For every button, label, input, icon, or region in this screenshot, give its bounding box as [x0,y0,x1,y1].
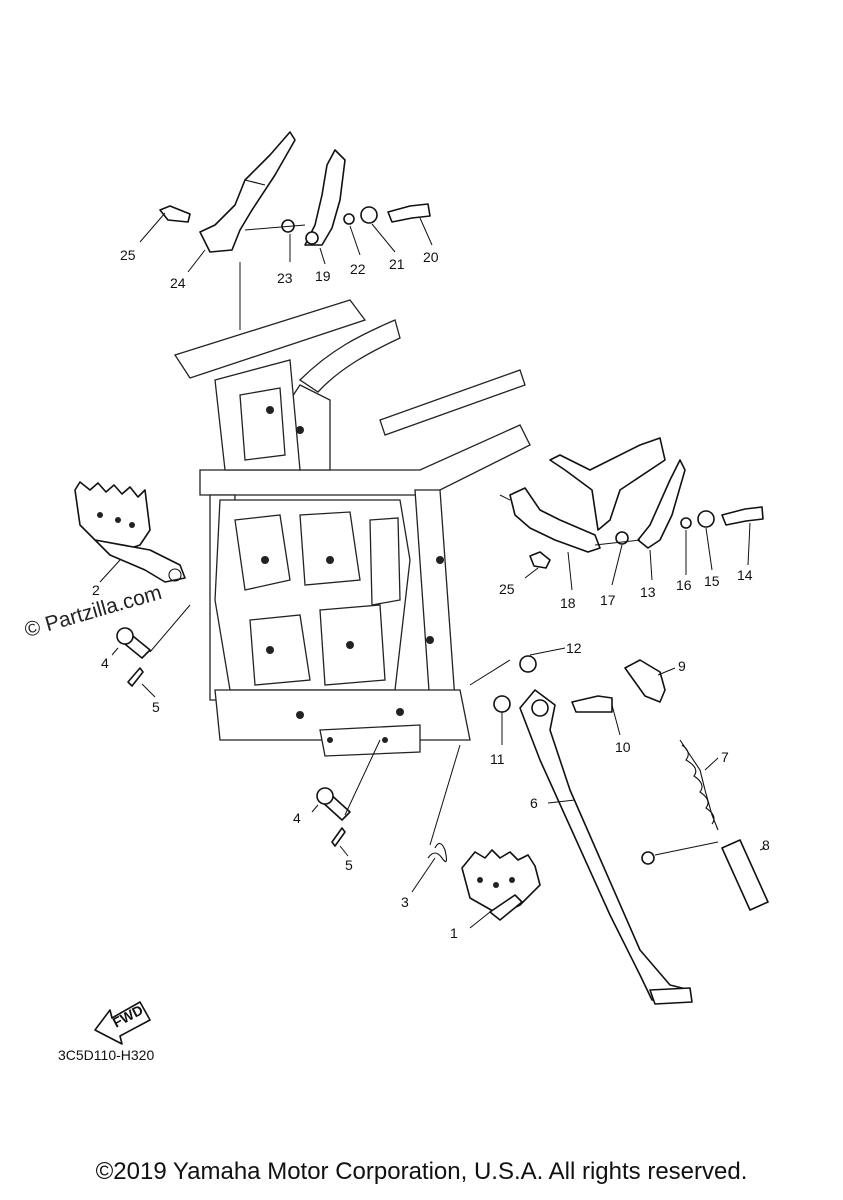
callout-23: 23 [277,270,293,286]
callout-24: 24 [170,275,186,291]
callout-14: 14 [737,567,753,583]
callout-11: 11 [490,751,505,767]
callout-4a: 4 [101,655,109,671]
callout-5b: 5 [345,857,353,873]
callout-4b: 4 [293,810,301,826]
callout-18: 18 [560,595,576,611]
right-pedal-assembly [499,437,764,591]
left-footrest-assembly [74,481,191,698]
copyright-notice: ©2019 Yamaha Motor Corporation, U.S.A. A… [95,1158,748,1185]
callout-13: 13 [640,584,656,600]
callout-25b: 25 [499,581,515,597]
side-stand-assembly [469,647,769,1005]
callout-9: 9 [678,658,686,674]
callout-19: 19 [315,268,331,284]
callout-2: 2 [92,582,100,598]
callout-20: 20 [423,249,439,265]
callout-17: 17 [600,592,616,608]
callout-25a: 25 [120,247,136,263]
callout-1: 1 [450,925,458,941]
callout-5a: 5 [152,699,160,715]
callout-12: 12 [566,640,582,656]
callout-10: 10 [615,739,631,755]
callout-7: 7 [721,749,729,765]
fwd-arrow: FWD [94,1001,151,1045]
callout-6: 6 [530,795,538,811]
callout-3: 3 [401,894,409,910]
callout-22: 22 [350,261,366,277]
lower-footrest-assembly [311,739,541,929]
callout-16: 16 [676,577,692,593]
diagram-code: 3C5D110-H320 [58,1047,155,1063]
callout-8: 8 [762,837,770,853]
callout-21: 21 [389,256,405,272]
callout-15: 15 [704,573,720,589]
callout-labels: 1 2 3 4 4 5 5 6 7 8 9 10 11 12 13 14 15 … [92,247,770,941]
top-pedal-assembly [139,131,433,330]
frame-illustration [173,299,531,757]
